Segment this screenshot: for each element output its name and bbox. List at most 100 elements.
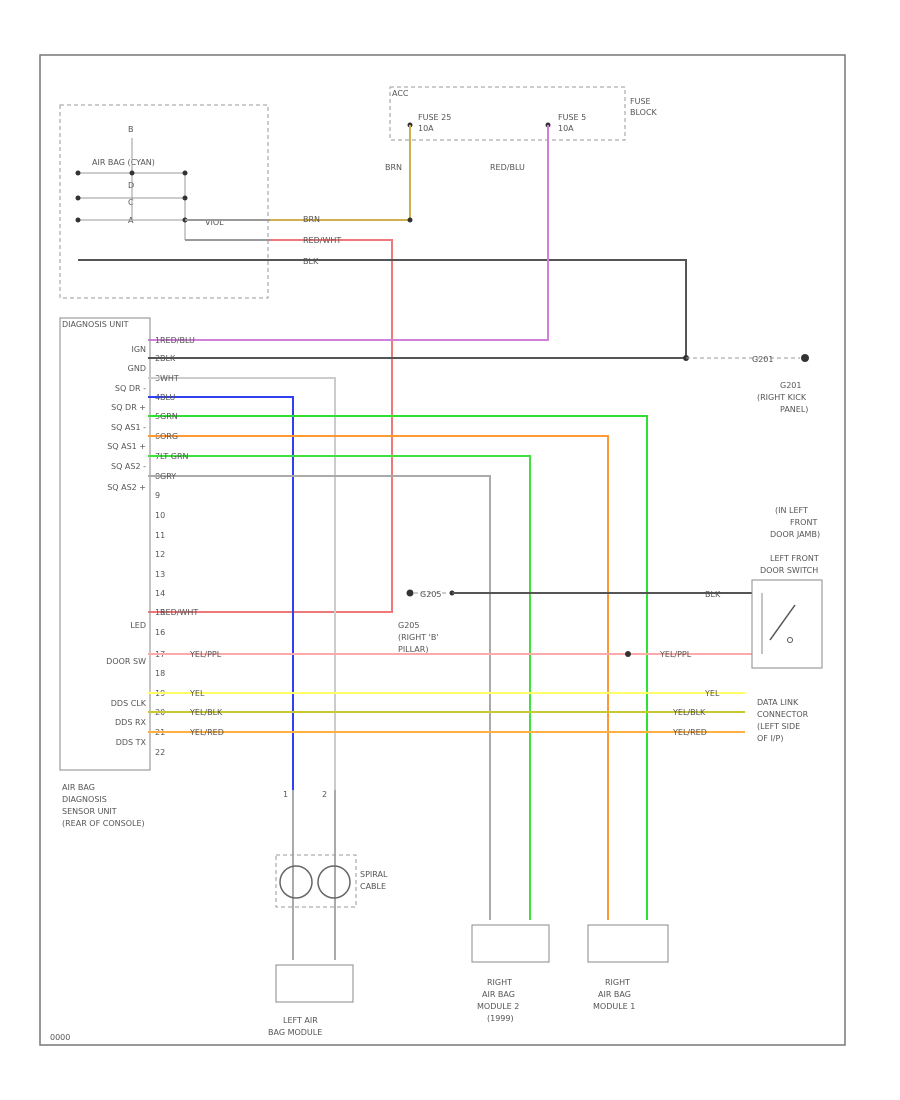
wire-blu (148, 396, 294, 790)
unit-label: LED (130, 621, 146, 630)
ground-g205-caption-1: (RIGHT 'B' (398, 633, 439, 642)
right1-caption-1: RIGHT (605, 978, 630, 987)
data-link-2: CONNECTOR (757, 710, 809, 719)
unit-label: DDS RX (115, 718, 147, 727)
unit-pin: 14 (155, 589, 165, 598)
door-switch-title-1: LEFT FRONT (770, 554, 819, 563)
data-link-3: (LEFT SIDE (757, 722, 800, 731)
wire-label-yel-red: YEL/RED (189, 728, 224, 737)
wire-label-yel-ppl-right: YEL/PPL (659, 650, 692, 659)
wire-wht (148, 377, 336, 790)
unit-caption-2: DIAGNOSIS (62, 795, 107, 804)
ground-g201-caption-1: (RIGHT KICK (757, 393, 807, 402)
fuse-5-rating: 10A (558, 124, 574, 133)
ground-g205-caption-2: PILLAR) (398, 645, 428, 654)
unit-pin: 12 (155, 550, 165, 559)
unit-label: DDS CLK (111, 699, 147, 708)
door-switch-title-2: DOOR SWITCH (760, 566, 818, 575)
wire-label-yel-blk-right: YEL/BLK (672, 708, 706, 717)
unit-label: SQ AS1 + (107, 442, 146, 451)
combination-meter-title: AIR BAG (CYAN) (92, 158, 155, 167)
unit-label: GND (128, 364, 146, 373)
wire-label-red-blu: RED/BLU (160, 336, 195, 345)
wire-gry (148, 475, 491, 920)
wire-label-red-wht: RED/WHT (160, 608, 198, 617)
unit-pin: 1 (155, 336, 160, 345)
unit-label: SQ AS1 - (111, 423, 146, 432)
diagram-border (39, 54, 846, 1046)
fuse-block-title: ACC (392, 89, 409, 98)
left-module-caption-2: BAG MODULE (268, 1028, 322, 1037)
wire-grn (148, 415, 648, 920)
ground-g201-tag: G201 (752, 355, 773, 364)
right2-caption-1: RIGHT (487, 978, 512, 987)
unit-wires: RED/BLU BLK G201 G201 (RIGHT KICK PANEL)… (148, 336, 809, 920)
unit-caption-1: AIR BAG (62, 783, 95, 792)
unit-pin: 11 (155, 531, 165, 540)
unit-pin: 13 (155, 570, 165, 579)
wire-label-red-wht-top: RED/WHT (303, 236, 341, 245)
right1-caption-3: MODULE 1 (593, 1002, 635, 1011)
meter-wire-viol: VIOL (205, 218, 224, 227)
right2-caption-2: AIR BAG (482, 990, 515, 999)
fuse-block: ACC FUSE 25 10A FUSE 5 10A FUSE BLOCK (389, 86, 658, 141)
meter-pin-d: D (128, 181, 134, 190)
left-front-door-switch: (IN LEFT FRONT DOOR JAMB) LEFT FRONT DOO… (751, 506, 823, 669)
unit-label: DDS TX (116, 738, 147, 747)
wire-label-blk-top: BLK (303, 257, 319, 266)
diagnosis-unit: DIAGNOSIS UNIT IGN GND SQ DR - SQ DR + SQ AS… (59, 317, 165, 828)
ground-g205-label: G205 (398, 621, 419, 630)
data-link-4: OF I/P) (757, 734, 783, 743)
wire-label-blu: BLU (160, 393, 176, 402)
wire-label-yel-ppl: YEL/PPL (189, 650, 222, 659)
wire-label-org: ORG (160, 432, 178, 441)
ground-g201-caption-2: PANEL) (780, 405, 808, 414)
left-bag-pin-1: 1 (283, 790, 288, 799)
door-jamb-2: FRONT (790, 518, 817, 527)
left-module-caption-1: LEFT AIR (283, 1016, 318, 1025)
wire-label-blk: BLK (160, 354, 176, 363)
unit-label: SQ DR - (115, 384, 146, 393)
ground-g201-label: G201 (780, 381, 801, 390)
right1-caption-2: AIR BAG (598, 990, 631, 999)
wire-label-yel-blk: YEL/BLK (189, 708, 223, 717)
wire-blk-top (78, 259, 687, 358)
unit-label: SQ DR + (111, 403, 146, 412)
left-air-bag-module: 1 2 SPIRAL CABLE LEFT AIR BAG MODULE (268, 790, 388, 1037)
unit-label: IGN (131, 345, 146, 354)
unit-caption-4: (REAR OF CONSOLE) (62, 819, 145, 828)
unit-pin: 15 (155, 608, 165, 617)
footer-code: 0000 (50, 1033, 70, 1042)
data-link-connector: DATA LINK CONNECTOR (LEFT SIDE OF I/P) (757, 698, 809, 743)
spiral-cable-1: SPIRAL (360, 870, 388, 879)
wire-label-wht: WHT (160, 374, 179, 383)
wire-brn (270, 125, 411, 221)
fuse-5-label: FUSE 5 (558, 113, 586, 122)
unit-pin: 9 (155, 491, 160, 500)
wire-org (148, 435, 609, 920)
wire-label-lt-grn: LT GRN (160, 452, 189, 461)
wire-label-yel-right: YEL (704, 689, 720, 698)
wire-label-gry: GRY (160, 472, 176, 481)
fuse-25-rating: 10A (418, 124, 434, 133)
unit-caption-3: SENSOR UNIT (62, 807, 117, 816)
right-air-bag-module-1: RIGHT AIR BAG MODULE 1 (587, 924, 669, 1011)
right2-caption-3: MODULE 2 (477, 1002, 519, 1011)
right-air-bag-module-2: RIGHT AIR BAG MODULE 2 (1999) (471, 924, 550, 1023)
spiral-cable-2: CABLE (360, 882, 386, 891)
wire-label-red-blu-vert: RED/BLU (490, 163, 525, 172)
top-wires: BRN BRN RED/WHT BLK RED/BLU (78, 125, 687, 613)
wire-red-blu (148, 125, 549, 341)
wire-label-brn-vert: BRN (385, 163, 402, 172)
left-bag-pin-2: 2 (322, 790, 327, 799)
wire-label-blk-door: BLK (705, 590, 721, 599)
fuse-25-label: FUSE 25 (418, 113, 451, 122)
fuse-block-label-1: FUSE (630, 97, 651, 106)
unit-title: DIAGNOSIS UNIT (62, 320, 129, 329)
unit-pin: 22 (155, 748, 165, 757)
wire-label-yel: YEL (189, 689, 205, 698)
fuse-block-label-2: BLOCK (630, 108, 658, 117)
wire-label-brn: BRN (303, 215, 320, 224)
wire-label-grn: GRN (160, 412, 178, 421)
